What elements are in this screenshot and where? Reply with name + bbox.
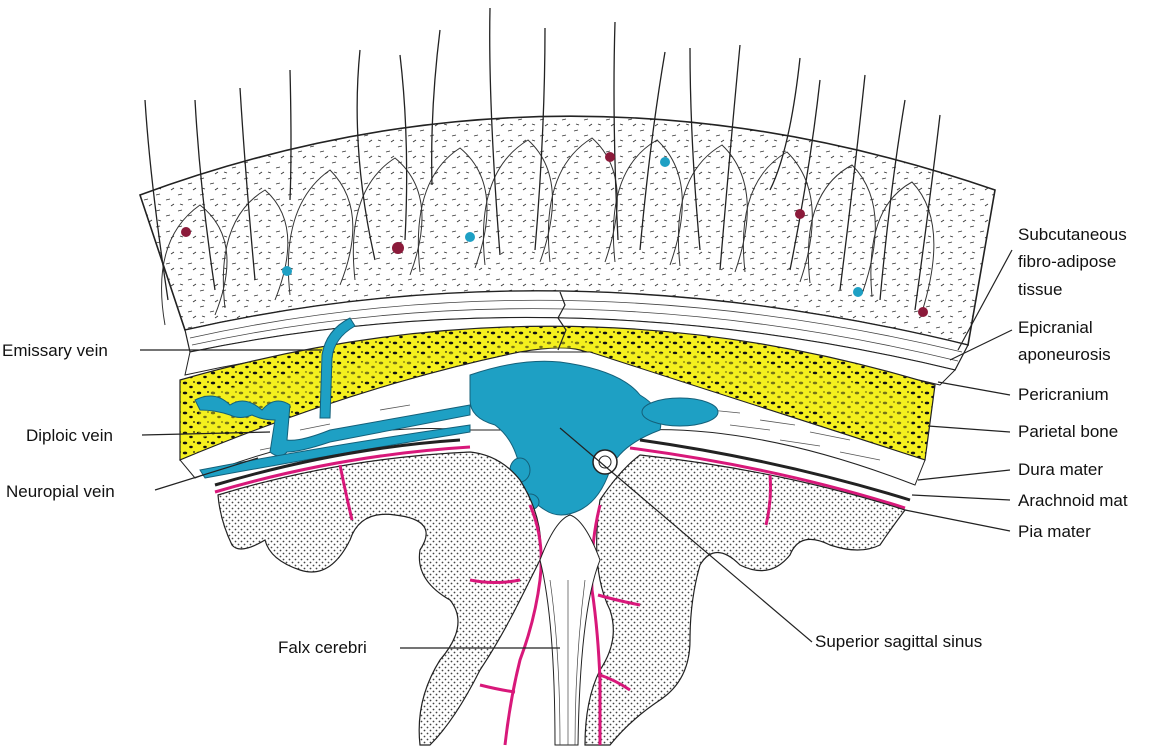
label-falx-cerebri: Falx cerebri: [278, 638, 367, 657]
arachnoid-granulation: [593, 450, 617, 474]
cerebral-cortex-left: [218, 452, 541, 745]
label-epicranial-line2: aponeurosis: [1018, 345, 1111, 364]
cerebral-cortex-right: [585, 455, 905, 745]
label-parietal-bone: Parietal bone: [1018, 422, 1118, 441]
label-subcutaneous-line1: Subcutaneous: [1018, 225, 1127, 244]
label-subcutaneous-line3: tissue: [1018, 280, 1062, 299]
label-arachnoid-mater: Arachnoid mat: [1018, 491, 1128, 510]
label-pia-mater: Pia mater: [1018, 522, 1091, 541]
label-emissary-vein: Emissary vein: [2, 341, 108, 360]
label-epicranial-line1: Epicranial: [1018, 318, 1093, 337]
label-neuropial-vein: Neuropial vein: [6, 482, 115, 501]
label-subcutaneous-line2: fibro-adipose: [1018, 252, 1116, 271]
label-dura-mater: Dura mater: [1018, 460, 1103, 479]
label-diploic-vein: Diploic vein: [26, 426, 113, 445]
venous-lacuna: [642, 398, 718, 426]
label-superior-sagittal-sinus: Superior sagittal sinus: [815, 632, 982, 651]
label-pericranium: Pericranium: [1018, 385, 1109, 404]
